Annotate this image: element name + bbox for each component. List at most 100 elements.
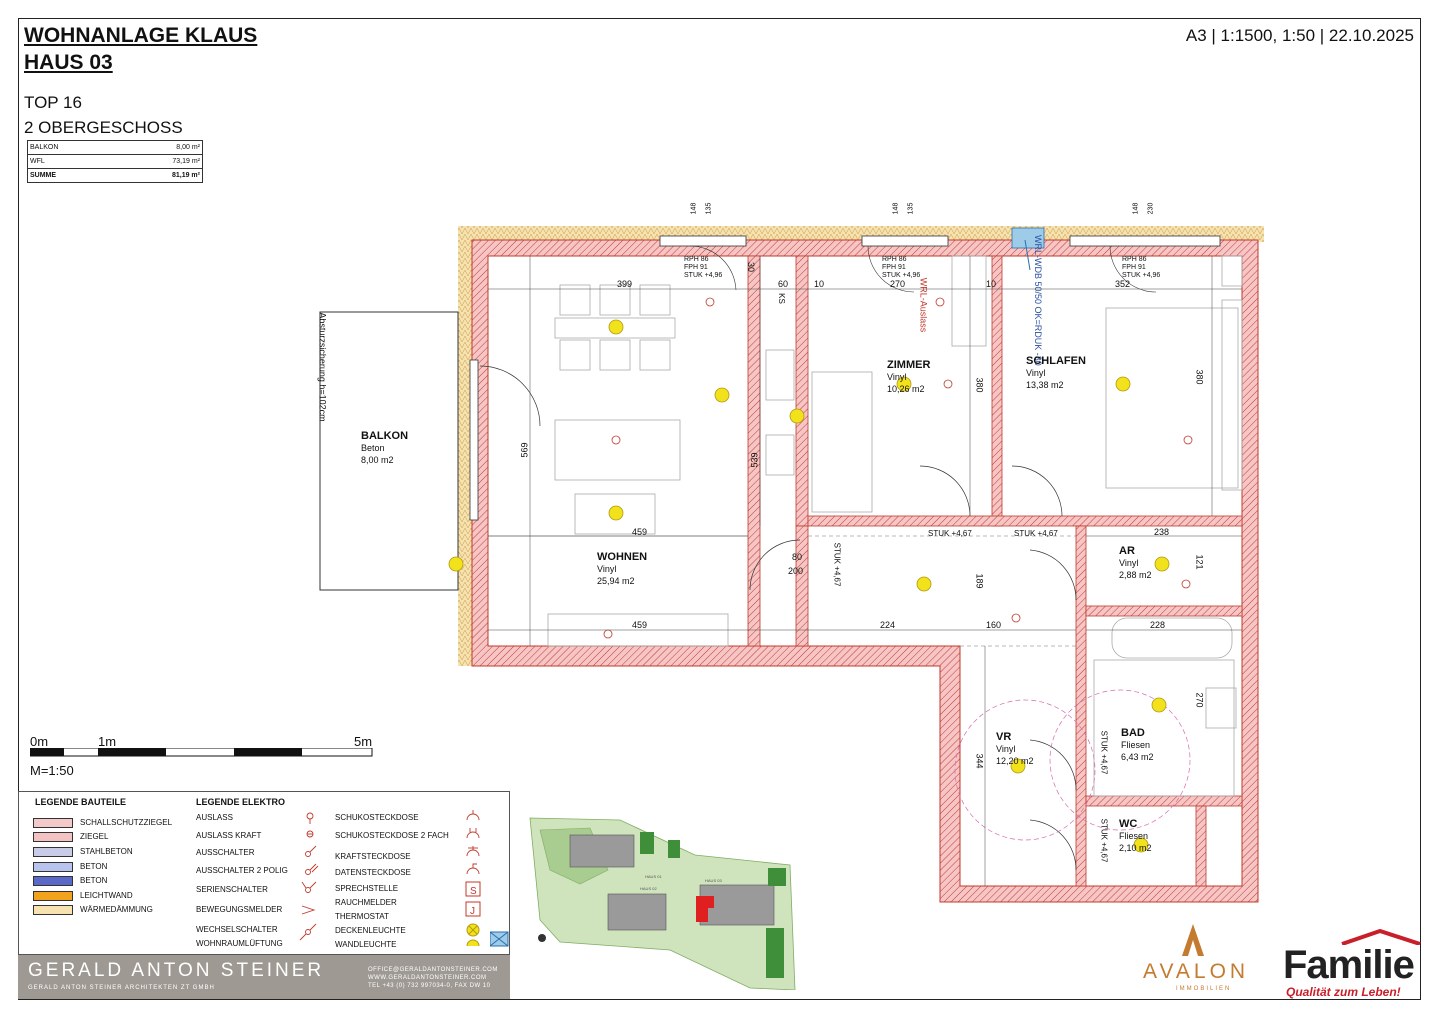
avalon-sub: IMMOBILIEN [1176,986,1232,992]
dim-label: 160 [986,620,1002,630]
socket-markers [603,297,1193,639]
dim-label: 344 [974,753,985,769]
legend-symbol-s: S [470,886,477,897]
legend-item: WÄRMEDÄMMUNG [80,905,153,914]
door-swing [479,365,541,427]
dim-label: 569 [519,442,530,458]
room-wohnen: WOHNEN Vinyl 25,94 m2 [597,551,648,586]
scale-label-0: 0m [30,734,49,749]
dim-label: 399 [617,279,633,289]
wall-zimmer-schlafen [991,255,1003,527]
legend-item: ZIEGEL [80,832,109,841]
legend-item: KRAFTSTECKDOSE [335,852,411,861]
ceiling-lamps [448,319,1170,853]
site-plan: HAUS 01 HAUS 02 HAUS 03 [529,817,796,990]
dim-label: 60 [778,279,789,289]
insulation-top [458,226,1264,242]
wall-kitchen-zimmer [795,255,809,527]
legend-symbols-1 [299,812,319,941]
legend-item: SCHUKOSTECKDOSE 2 FACH [335,831,449,840]
legend-item: AUSLASS [196,813,233,822]
swatch-leichtwand [33,891,73,901]
legend-item: WOHNRAUMLÜFTUNG [196,939,283,948]
balcony-outline [319,311,459,591]
legend-item: AUSSCHALTER [196,848,255,857]
legend-symbols-2: S J [465,810,481,947]
room-zimmer: ZIMMER Vinyl 10,26 m2 [887,359,931,394]
dim-label: 539 [749,452,760,468]
stuk-label: STUK +4,67 [1099,818,1109,863]
dim-label: 80 [792,552,803,562]
door-swing [1029,739,1077,791]
legend-item: STAHLBETON [80,847,133,856]
swatch-beton-dark [33,876,73,886]
dimension-lines [488,256,1242,886]
scale-bar [30,748,373,757]
dim-label: 30 [746,261,757,273]
legend-item: DECKENLEUCHTE [335,926,406,935]
legend-item: DATENSTECKDOSE [335,868,411,877]
svg-text:HAUS 02: HAUS 02 [640,886,657,891]
wall-vr-wet [1075,525,1087,887]
legend-box [18,791,510,955]
dim-label: 270 [890,279,906,289]
room-schlafen: SCHLAFEN Vinyl 13,38 m2 [1026,355,1086,390]
stuk-label: STUK +4,67 [928,529,972,538]
unit-label: TOP 16 2 OBERGESCHOSS [24,93,183,137]
architect-name: GERALD ANTON STEINER [28,960,325,981]
balcony-railing-label: Absturzsicherung h=102cm [317,312,328,422]
dim-label: KS [776,293,786,304]
dim-label: 270 [1194,692,1205,708]
scale-ratio: M=1:50 [30,763,74,778]
avalon-logo: AVALON [1143,960,1250,983]
dim-label: 238 [1154,527,1170,537]
legend-item: THERMOSTAT [335,912,389,921]
legend-bauteile-heading: LEGENDE BAUTEILE [35,797,127,807]
window-swing [689,245,737,291]
room-balkon: BALKON Beton 8,00 m2 [361,430,409,465]
wall-corridor-top [807,515,1243,527]
wall-wohnen-vr [795,525,809,647]
dim-label: 459 [632,620,648,630]
swatch-beton [33,862,73,872]
legend-item: BETON [80,862,108,871]
legend-symbol-j: J [470,906,475,917]
wrl-auslass-label: WRL-Auslass [918,277,929,333]
wrl-label: WRL-WDB 50/50 OK=RDUK -30 [1033,235,1043,366]
familie-tagline: Qualität zum Leben! [1286,985,1401,999]
stuk-label: STUK +4,67 [1099,730,1109,775]
legend-item: SCHALLSCHUTZZIEGEL [80,818,173,827]
legend-item: WECHSELSCHALTER [196,925,278,934]
dim-label: 380 [974,377,985,393]
legend-item: WANDLEUCHTE [335,940,397,949]
room-wc: WC Fliesen 2,10 m2 [1119,818,1152,853]
dim-label: 380 [1194,369,1205,385]
architect-contact: OFFICE@GERALDANTONSTEINER.COM WWW.GERALD… [368,967,498,989]
wall-ar-bad [1085,605,1243,617]
dim-label: 10 [986,279,997,289]
insulation-left [458,226,474,666]
balcony-door [469,359,479,521]
dim-label: 352 [1115,279,1131,289]
scale-date: A3 | 1:1500, 1:50 | 22.10.2025 [1185,26,1414,45]
dim-label: 224 [880,620,896,630]
door-swing [749,539,801,591]
door-swing [1011,465,1063,517]
swatch-schallschutzziegel [33,818,73,828]
wall-bad-wc [1085,795,1243,807]
dim-label: 228 [1150,620,1166,630]
dim-label: 200 [788,566,804,576]
legend-elektro-heading: LEGENDE ELEKTRO [196,797,286,807]
drawing-frame [18,18,1421,1000]
legend-item: LEICHTWAND [80,891,133,900]
ventilation-legend-icon [490,931,509,947]
door-swing [1029,549,1077,601]
stuk-label: STUK +4,67 [1014,529,1058,538]
dim-label: 121 [1194,554,1205,570]
